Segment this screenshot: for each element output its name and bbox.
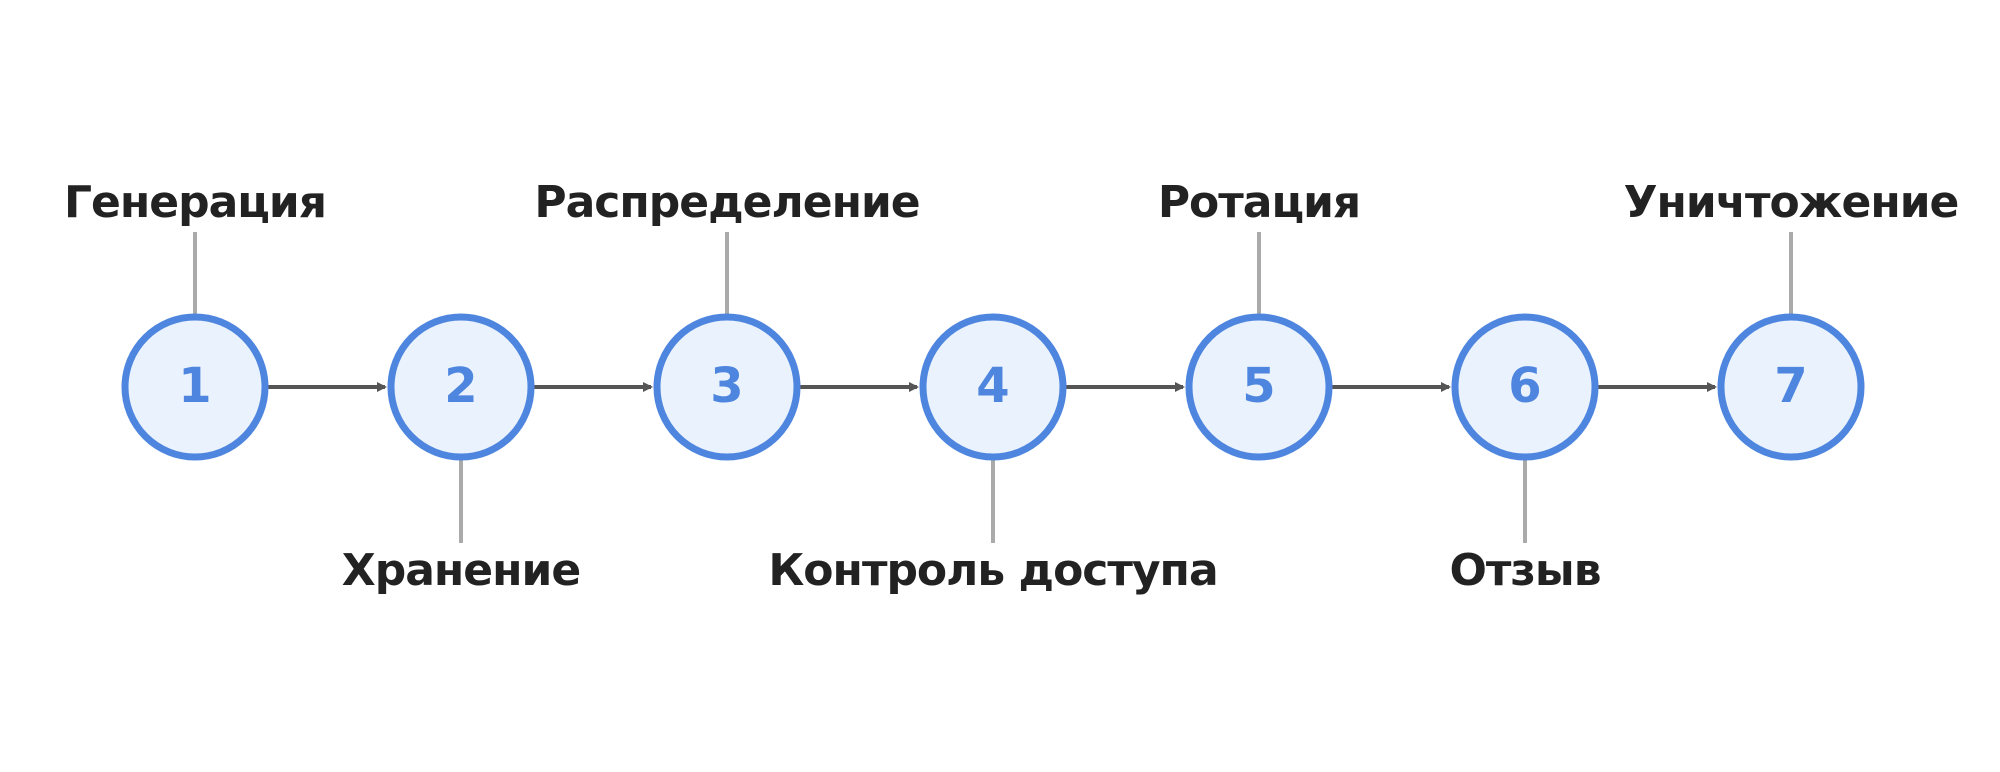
step-circle bbox=[1717, 313, 1865, 461]
step-circle bbox=[919, 313, 1067, 461]
step-circle bbox=[121, 313, 269, 461]
step-node-5: 5 bbox=[1185, 313, 1333, 461]
step-circle bbox=[653, 313, 801, 461]
step-node-4: 4 bbox=[919, 313, 1067, 461]
step-number: 4 bbox=[976, 358, 1009, 414]
step-number: 6 bbox=[1508, 358, 1541, 414]
step-circle bbox=[387, 313, 535, 461]
step-label: Отзыв bbox=[1449, 545, 1600, 596]
step-label: Генерация bbox=[64, 177, 326, 228]
step-label: Ротация bbox=[1158, 177, 1360, 228]
step-node-1: 1 bbox=[121, 313, 269, 461]
step-label: Уничтожение bbox=[1624, 177, 1959, 228]
step-node-7: 7 bbox=[1717, 313, 1865, 461]
step-number: 3 bbox=[710, 358, 743, 414]
step-number: 7 bbox=[1774, 358, 1807, 414]
step-label: Контроль доступа bbox=[768, 545, 1217, 596]
step-node-2: 2 bbox=[387, 313, 535, 461]
step-circle bbox=[1185, 313, 1333, 461]
step-circle bbox=[1451, 313, 1599, 461]
step-label: Распределение bbox=[534, 177, 919, 228]
step-node-3: 3 bbox=[653, 313, 801, 461]
step-number: 2 bbox=[444, 358, 477, 414]
step-number: 1 bbox=[178, 358, 211, 414]
step-label: Хранение bbox=[342, 545, 580, 596]
step-node-6: 6 bbox=[1451, 313, 1599, 461]
step-number: 5 bbox=[1242, 358, 1275, 414]
